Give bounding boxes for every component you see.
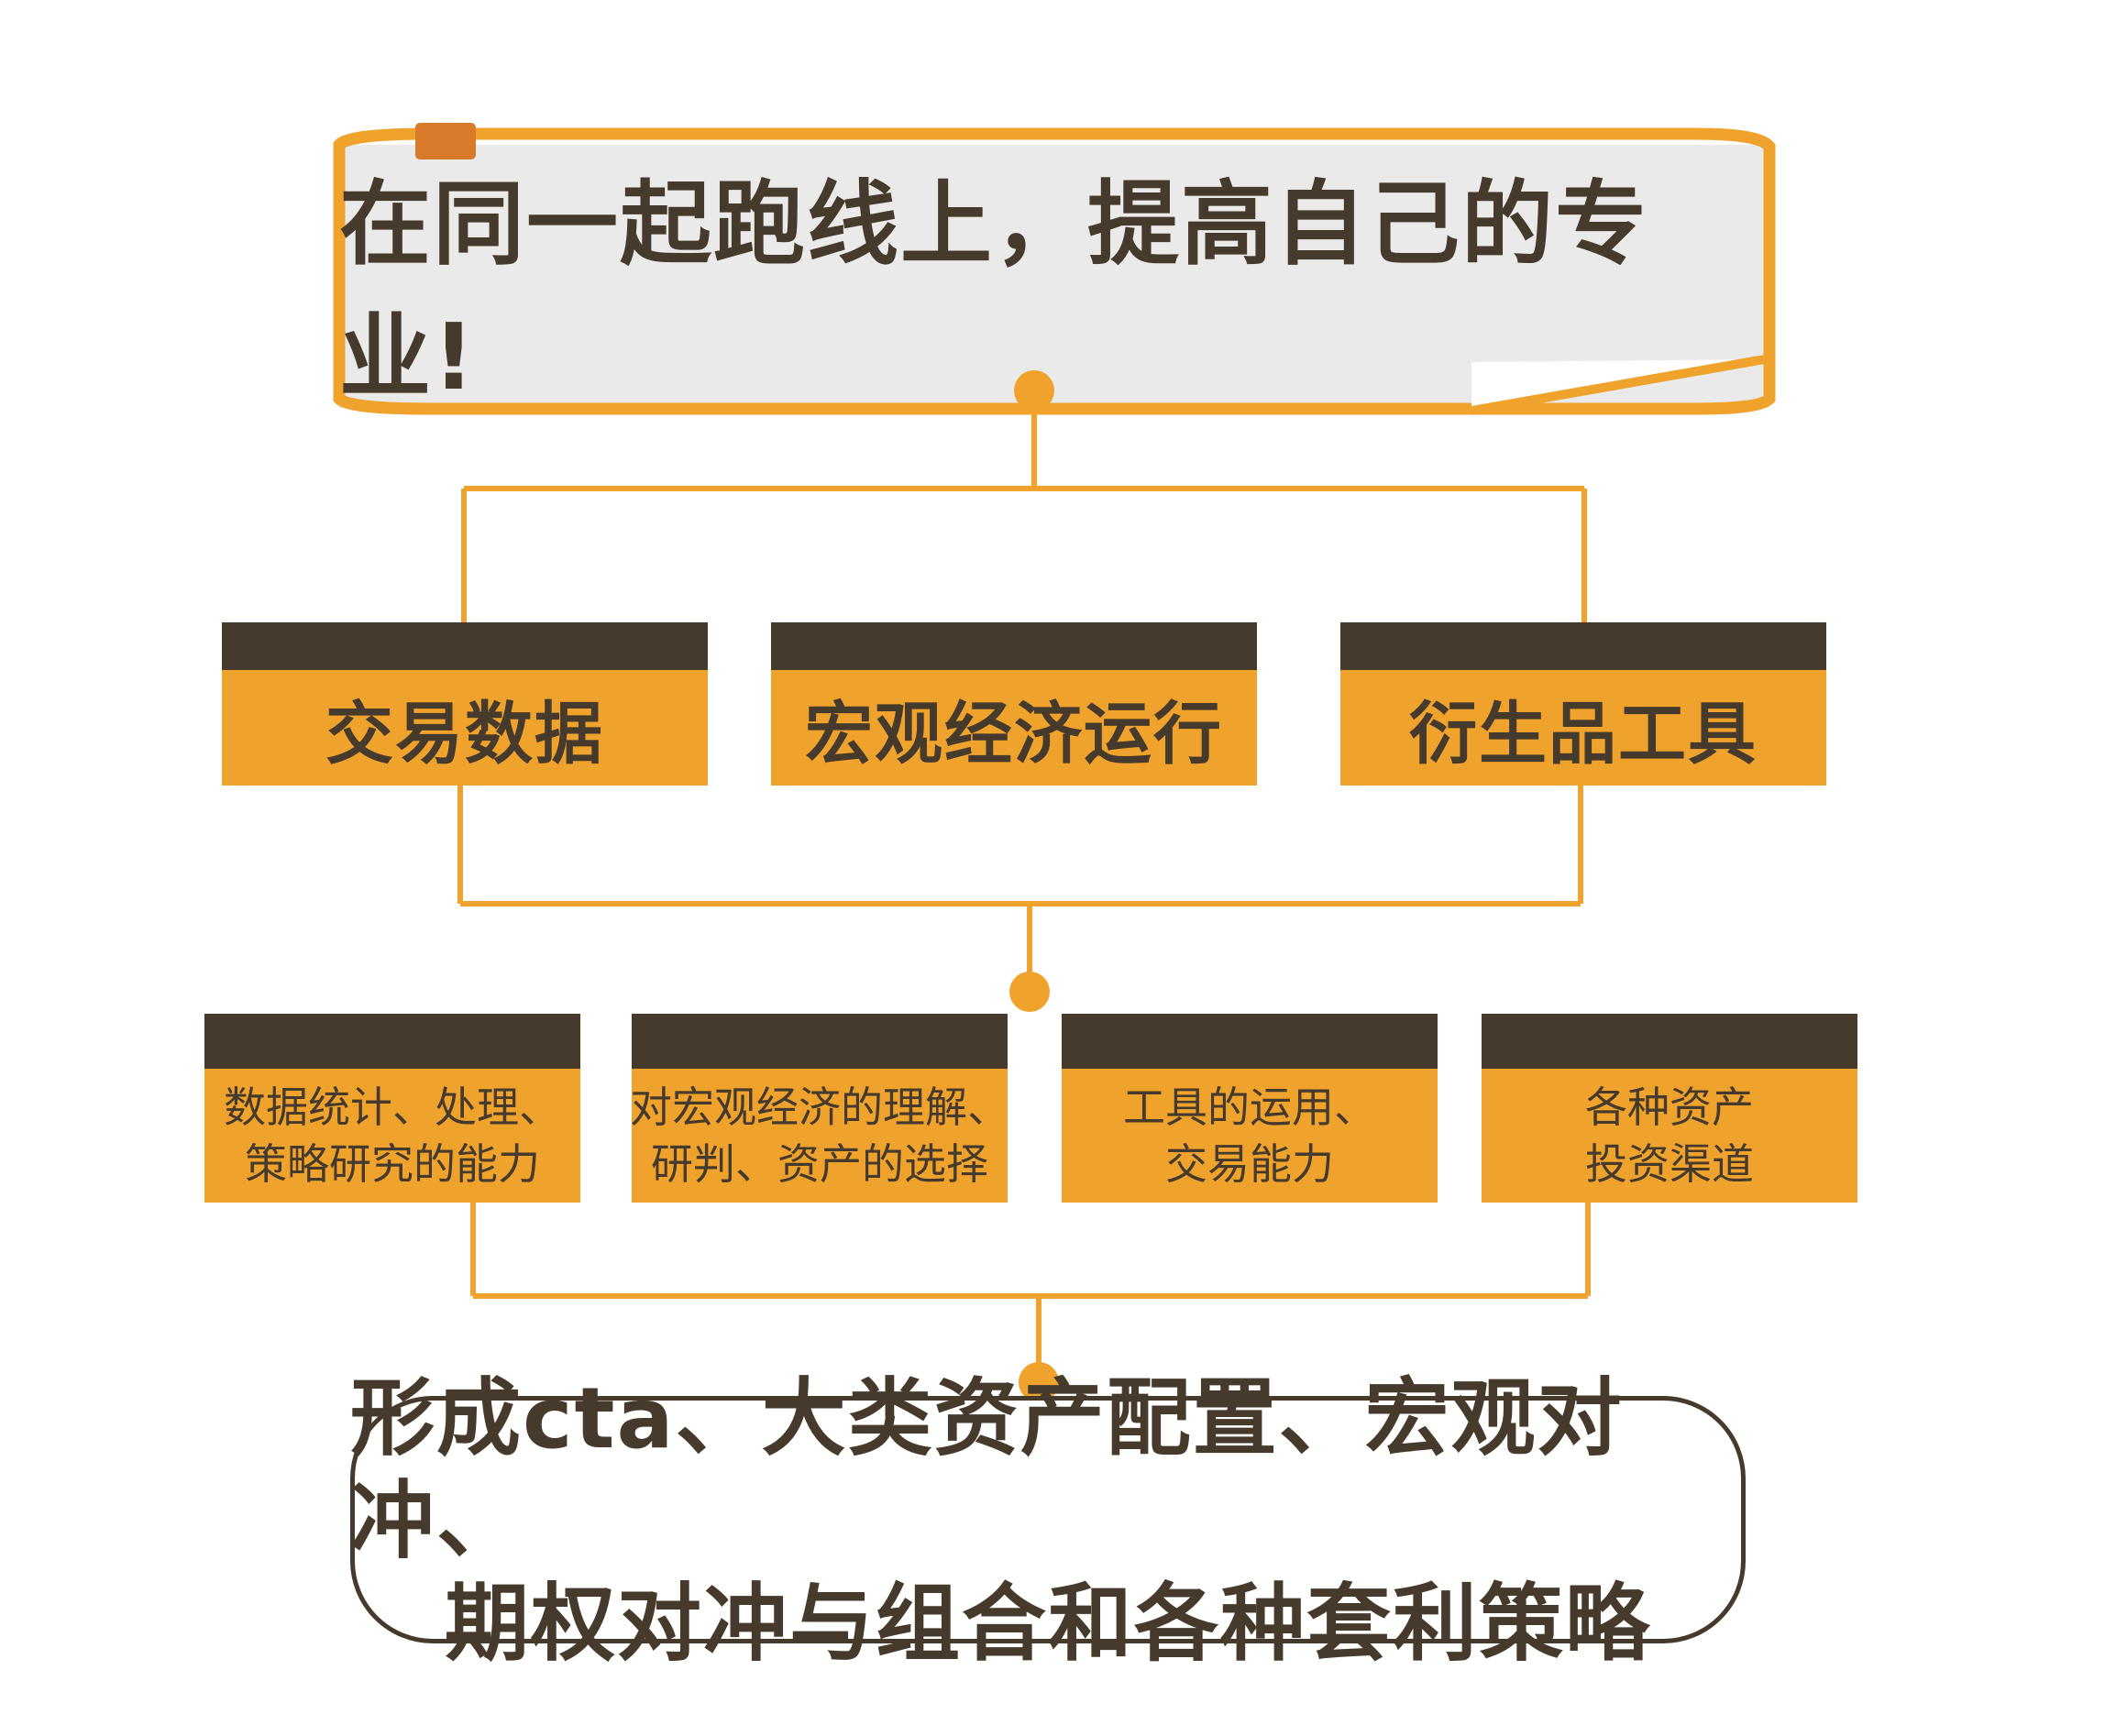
category-box-derivatives: 衍生品工具 (1340, 622, 1826, 786)
capability-band (1482, 1014, 1857, 1069)
capability-line: 对宏观经济的理解、 (630, 1082, 1009, 1132)
connector-dot-2 (1009, 972, 1050, 1012)
capability-box-investment-channels: 各种资产 投资渠道 (1482, 1014, 1857, 1203)
capability-line: 研判、资产的选择 (651, 1139, 988, 1189)
capability-line: 各种资产 (1585, 1082, 1754, 1132)
banner-title: 在同一起跑线上，提高自己的专业! (339, 170, 1769, 411)
connector-dot-3 (1019, 1362, 1059, 1402)
category-box-trading-data: 交易数据 (222, 622, 708, 786)
capability-line: 工具的运用、 (1123, 1082, 1376, 1132)
banner-tab (415, 123, 476, 159)
category-label: 宏观经济运行 (805, 694, 1223, 774)
capability-line: 策略研究的能力 (245, 1139, 540, 1189)
category-label: 衍生品工具 (1409, 694, 1758, 774)
banner-fold-edge (1471, 355, 1766, 415)
banner-frame (333, 127, 1776, 415)
category-label: 交易数据 (325, 694, 604, 774)
capability-text: 对宏观经济的理解、 研判、资产的选择 (630, 1074, 1009, 1197)
capability-line: 数据统计、处理、 (224, 1082, 561, 1132)
category-band (771, 622, 1257, 670)
capability-line: 投资渠道 (1585, 1139, 1754, 1189)
capability-band (204, 1014, 580, 1069)
capability-box-data-analysis: 数据统计、处理、 策略研究的能力 (204, 1014, 580, 1203)
outcome-text: 形成cta、大类资产配置、宏观对冲、 期权对冲与组合和各种套利策略 (350, 1369, 1746, 1673)
capability-band (1062, 1014, 1438, 1069)
category-band (222, 622, 708, 670)
capability-text: 数据统计、处理、 策略研究的能力 (204, 1074, 580, 1197)
category-box-macro-economy: 宏观经济运行 (771, 622, 1257, 786)
outcome-line: 期权对冲与组合和各种套利策略 (444, 1575, 1651, 1673)
outcome-box (350, 1396, 1746, 1643)
capability-line: 交易能力 (1165, 1139, 1334, 1189)
capability-box-tool-usage: 工具的运用、 交易能力 (1062, 1014, 1438, 1203)
capability-band (632, 1014, 1008, 1069)
outcome-line: 形成cta、大类资产配置、宏观对冲、 (350, 1369, 1624, 1570)
capability-box-macro-judgement: 对宏观经济的理解、 研判、资产的选择 (630, 1014, 1009, 1203)
capability-text: 工具的运用、 交易能力 (1062, 1074, 1438, 1197)
category-band (1340, 622, 1826, 670)
capability-text: 各种资产 投资渠道 (1482, 1074, 1857, 1197)
